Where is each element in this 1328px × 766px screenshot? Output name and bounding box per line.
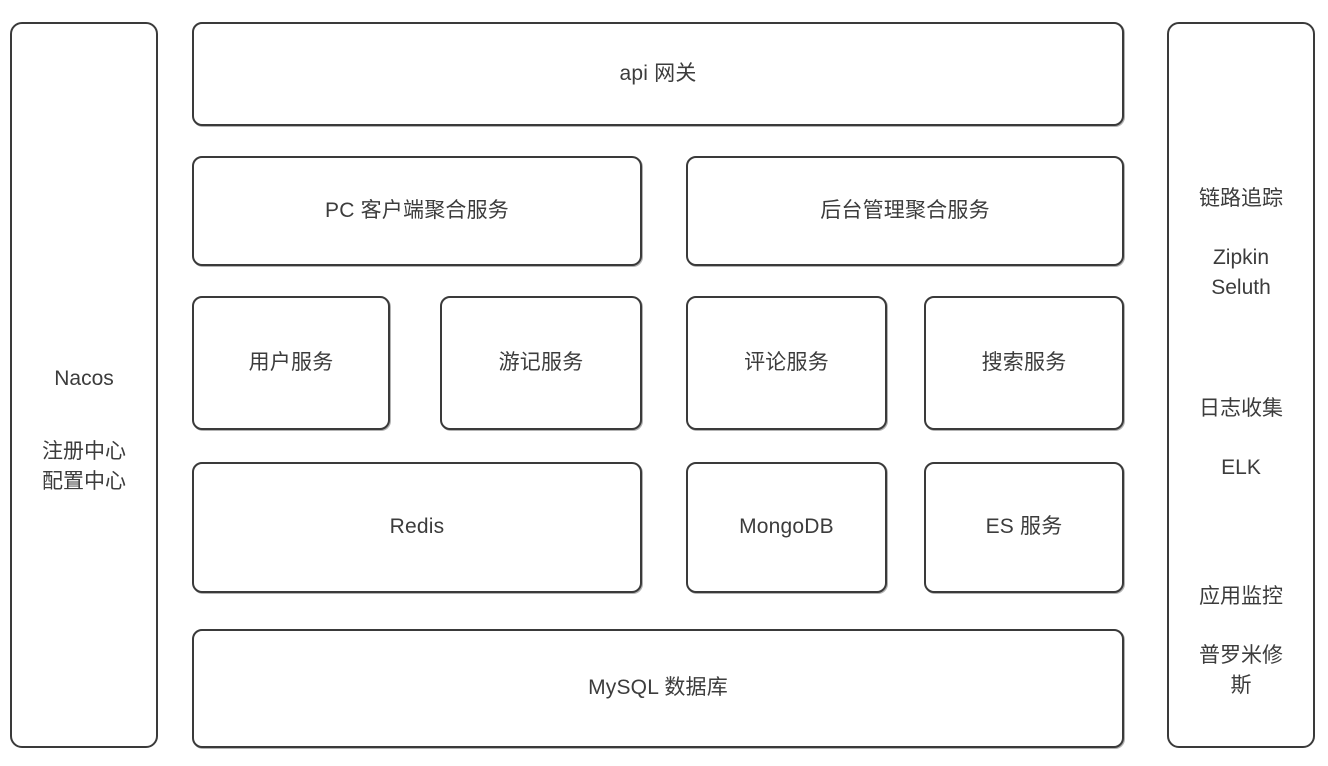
node-label: 用户服务	[248, 350, 334, 374]
node-label: MongoDB	[739, 515, 834, 539]
tracing-items: Zipkin Seluth	[1211, 246, 1271, 300]
node-label: 搜索服务	[981, 350, 1067, 374]
tracing-text-group: 链路追踪 Zipkin Seluth	[1169, 154, 1313, 333]
node-admin-aggregation-service[interactable]: 后台管理聚合服务	[686, 156, 1124, 266]
node-user-service[interactable]: 用户服务	[192, 296, 390, 430]
monitoring-text-group: 应用监控 普罗米修 斯	[1169, 552, 1313, 731]
nacos-subtitle: 注册中心 配置中心	[42, 440, 126, 494]
logging-title: 日志收集	[1199, 396, 1283, 420]
right-panel-observability: 链路追踪 Zipkin Seluth 日志收集 ELK 应用监控 普罗米修 斯	[1167, 22, 1315, 748]
monitoring-items: 普罗米修 斯	[1199, 644, 1283, 698]
tracing-title: 链路追踪	[1199, 186, 1283, 210]
node-label: ES 服务	[985, 515, 1063, 539]
node-comment-service[interactable]: 评论服务	[686, 296, 887, 430]
node-label: 游记服务	[498, 350, 584, 374]
node-label: api 网关	[619, 61, 697, 85]
node-redis[interactable]: Redis	[192, 462, 642, 593]
node-label: 评论服务	[744, 350, 829, 374]
node-api-gateway[interactable]: api 网关	[192, 22, 1124, 126]
nacos-title: Nacos	[54, 366, 114, 390]
node-pc-client-aggregation-service[interactable]: PC 客户端聚合服务	[192, 156, 642, 266]
node-mongodb[interactable]: MongoDB	[686, 462, 887, 593]
nacos-text-group: Nacos 注册中心 配置中心	[12, 334, 156, 527]
node-label: PC 客户端聚合服务	[324, 198, 509, 222]
left-panel-nacos: Nacos 注册中心 配置中心	[10, 22, 158, 748]
node-mysql-database[interactable]: MySQL 数据库	[192, 629, 1124, 748]
monitoring-title: 应用监控	[1199, 584, 1283, 608]
node-label: MySQL 数据库	[588, 676, 728, 700]
node-label: Redis	[389, 515, 445, 539]
node-travel-note-service[interactable]: 游记服务	[440, 296, 642, 430]
logging-items: ELK	[1221, 456, 1261, 480]
node-es-service[interactable]: ES 服务	[924, 462, 1124, 593]
node-search-service[interactable]: 搜索服务	[924, 296, 1124, 430]
logging-text-group: 日志收集 ELK	[1169, 364, 1313, 513]
node-label: 后台管理聚合服务	[820, 198, 990, 222]
